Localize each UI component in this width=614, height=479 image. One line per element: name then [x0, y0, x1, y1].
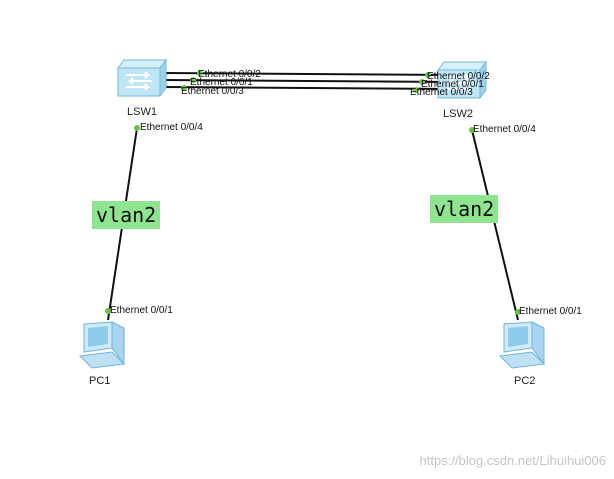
port-label-lsw1-e004: Ethernet 0/0/4: [140, 122, 203, 133]
pc-icon[interactable]: [498, 321, 546, 369]
link-lsw2-pc2[interactable]: [471, 129, 519, 321]
port-label-pc2-e001: Ethernet 0/0/1: [519, 306, 582, 317]
switch-icon[interactable]: [117, 58, 167, 98]
port-label-lsw2-e004: Ethernet 0/0/4: [473, 124, 536, 135]
port-dot: [197, 70, 203, 76]
port-dots: [105, 70, 521, 315]
pc-icon[interactable]: [78, 321, 126, 369]
port-dot: [419, 79, 425, 85]
device-label-pc1: PC1: [89, 375, 111, 387]
watermark: https://blog.csdn.net/Lihuihui006: [419, 453, 606, 468]
port-dot: [425, 72, 431, 78]
port-label-lsw2-e001: Ethernet 0/0/1: [421, 79, 484, 90]
link-lsw1-e003-lsw2-e003[interactable]: [164, 86, 456, 90]
device-label-lsw2: LSW2: [443, 108, 473, 120]
port-label-lsw2-e002: Ethernet 0/0/2: [427, 71, 490, 82]
vlan-label-right: vlan2: [430, 195, 499, 223]
links: [107, 72, 519, 321]
port-dot: [469, 127, 475, 133]
port-dot: [134, 125, 140, 131]
port-dot: [190, 77, 196, 83]
device-label-lsw1: LSW1: [127, 106, 157, 118]
port-label-lsw1-e002: Ethernet 0/0/2: [198, 69, 261, 80]
port-label-pc1-e001: Ethernet 0/0/1: [110, 305, 173, 316]
link-lsw1-e002-lsw2-e002[interactable]: [164, 72, 456, 76]
port-dot: [413, 87, 419, 93]
port-label-lsw1-e001: Ethernet 0/0/1: [190, 77, 253, 88]
port-dot: [105, 308, 111, 314]
port-dot: [515, 309, 521, 315]
link-lsw1-e001-lsw2-e001[interactable]: [164, 79, 456, 83]
port-label-lsw2-e003: Ethernet 0/0/3: [410, 87, 473, 98]
port-label-lsw1-e003: Ethernet 0/0/3: [181, 86, 244, 97]
port-dot: [181, 85, 187, 91]
device-label-pc2: PC2: [514, 375, 536, 387]
vlan-label-left: vlan2: [92, 201, 161, 229]
switch-icon[interactable]: [437, 60, 487, 100]
